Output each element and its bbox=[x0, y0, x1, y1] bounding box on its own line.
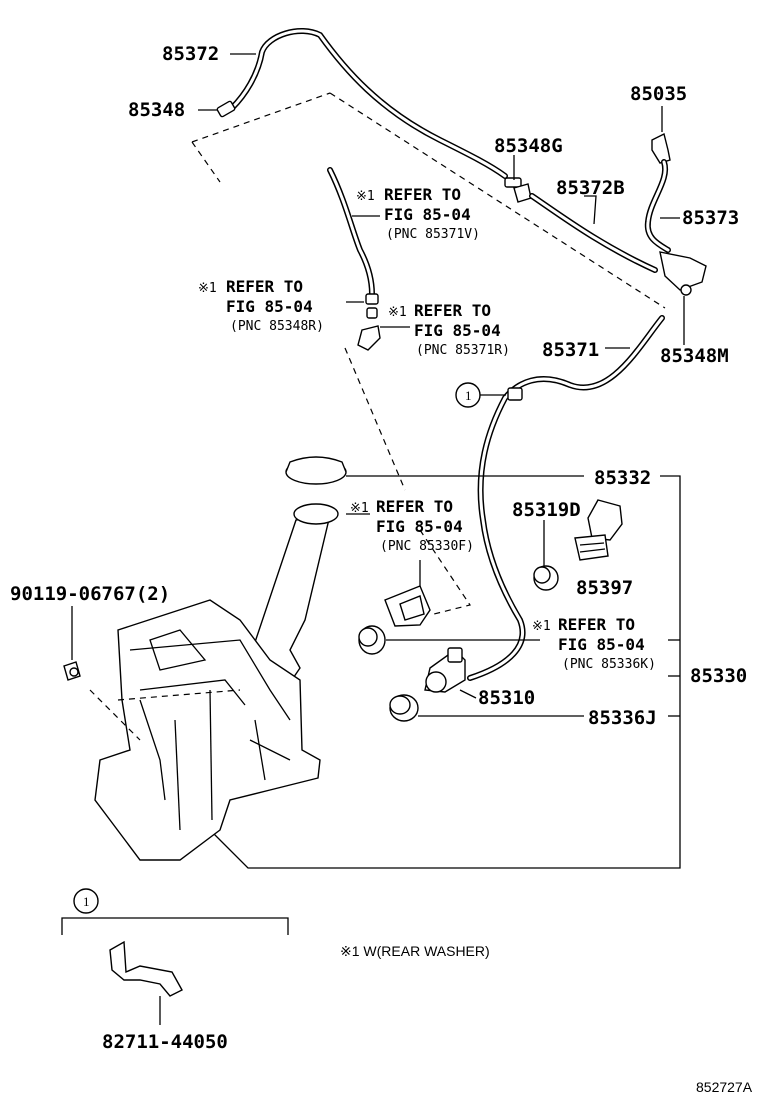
svg-text:REFER TO: REFER TO bbox=[226, 277, 303, 296]
svg-text:※1: ※1 bbox=[350, 501, 369, 516]
footnote: ※1 W(REAR WASHER) bbox=[340, 943, 490, 959]
hose-85372 bbox=[229, 28, 508, 179]
svg-text:FIG 85-04: FIG 85-04 bbox=[226, 297, 313, 316]
grommet-85319D bbox=[533, 520, 559, 591]
svg-text:FIG 85-04: FIG 85-04 bbox=[558, 635, 645, 654]
svg-text:FIG 85-04: FIG 85-04 bbox=[376, 517, 463, 536]
svg-text:※1: ※1 bbox=[532, 619, 551, 634]
svg-text:(PNC 85371V): (PNC 85371V) bbox=[386, 227, 480, 242]
hose-85371V bbox=[327, 167, 381, 351]
filter-85397 bbox=[574, 499, 623, 561]
label-85348M: 85348M bbox=[660, 345, 729, 367]
svg-text:FIG 85-04: FIG 85-04 bbox=[414, 321, 501, 340]
hose-85371 bbox=[467, 315, 665, 681]
ref-85371R: ※1 REFER TO FIG 85-04 (PNC 85371R) bbox=[388, 301, 510, 358]
svg-text:※1: ※1 bbox=[356, 189, 375, 204]
label-85319D: 85319D bbox=[512, 499, 581, 521]
svg-text:REFER TO: REFER TO bbox=[376, 497, 453, 516]
svg-text:※1: ※1 bbox=[198, 281, 217, 296]
ref-85336K: ※1 REFER TO FIG 85-04 (PNC 85336K) bbox=[532, 615, 656, 672]
joint-85348 bbox=[216, 100, 236, 118]
svg-text:REFER TO: REFER TO bbox=[558, 615, 635, 634]
svg-text:(PNC 85336K): (PNC 85336K) bbox=[562, 657, 656, 672]
label-85373: 85373 bbox=[682, 207, 739, 229]
joint-85348G bbox=[504, 177, 532, 203]
label-82711-44050: 82711-44050 bbox=[102, 1031, 228, 1053]
label-85348: 85348 bbox=[128, 99, 185, 121]
svg-text:FIG 85-04: FIG 85-04 bbox=[384, 205, 471, 224]
cap-85332 bbox=[285, 456, 347, 485]
label-90119-06767: 90119-06767(2) bbox=[10, 583, 170, 605]
grommet-85336J bbox=[389, 694, 419, 722]
label-85332: 85332 bbox=[594, 467, 651, 489]
svg-text:(PNC 85330F): (PNC 85330F) bbox=[380, 539, 474, 554]
svg-text:※1: ※1 bbox=[388, 305, 407, 320]
label-85330: 85330 bbox=[690, 665, 747, 687]
label-85371: 85371 bbox=[542, 339, 599, 361]
detail-clip: 1 bbox=[61, 888, 289, 1025]
grommet-85336K bbox=[358, 625, 386, 655]
pump-85310 bbox=[424, 647, 466, 693]
hose-85372B bbox=[529, 193, 658, 273]
svg-text:(PNC 85371R): (PNC 85371R) bbox=[416, 343, 510, 358]
svg-text:REFER TO: REFER TO bbox=[384, 185, 461, 204]
drawing-code: 852727A bbox=[696, 1079, 753, 1095]
label-85372: 85372 bbox=[162, 43, 219, 65]
svg-text:REFER TO: REFER TO bbox=[414, 301, 491, 320]
callout-1-bottom-text: 1 bbox=[83, 894, 90, 909]
label-85336J: 85336J bbox=[588, 707, 657, 729]
label-85035: 85035 bbox=[630, 83, 687, 105]
ref-85371V: ※1 REFER TO FIG 85-04 (PNC 85371V) bbox=[356, 185, 480, 242]
ref-85348R: ※1 REFER TO FIG 85-04 (PNC 85348R) bbox=[198, 277, 324, 334]
nozzle-85035 bbox=[644, 132, 707, 296]
bolt-90119 bbox=[63, 606, 81, 681]
label-85310: 85310 bbox=[478, 687, 535, 709]
label-85372B: 85372B bbox=[556, 177, 625, 199]
callout-1-top: 1 bbox=[455, 382, 481, 408]
ref-85330F: ※1 REFER TO FIG 85-04 (PNC 85330F) bbox=[350, 497, 474, 554]
washer-tank bbox=[94, 503, 339, 861]
svg-text:(PNC 85348R): (PNC 85348R) bbox=[230, 319, 324, 334]
pump-85330F bbox=[384, 560, 431, 627]
label-85397: 85397 bbox=[576, 577, 633, 599]
callout-1-top-text: 1 bbox=[465, 388, 472, 403]
label-85348G: 85348G bbox=[494, 135, 563, 157]
